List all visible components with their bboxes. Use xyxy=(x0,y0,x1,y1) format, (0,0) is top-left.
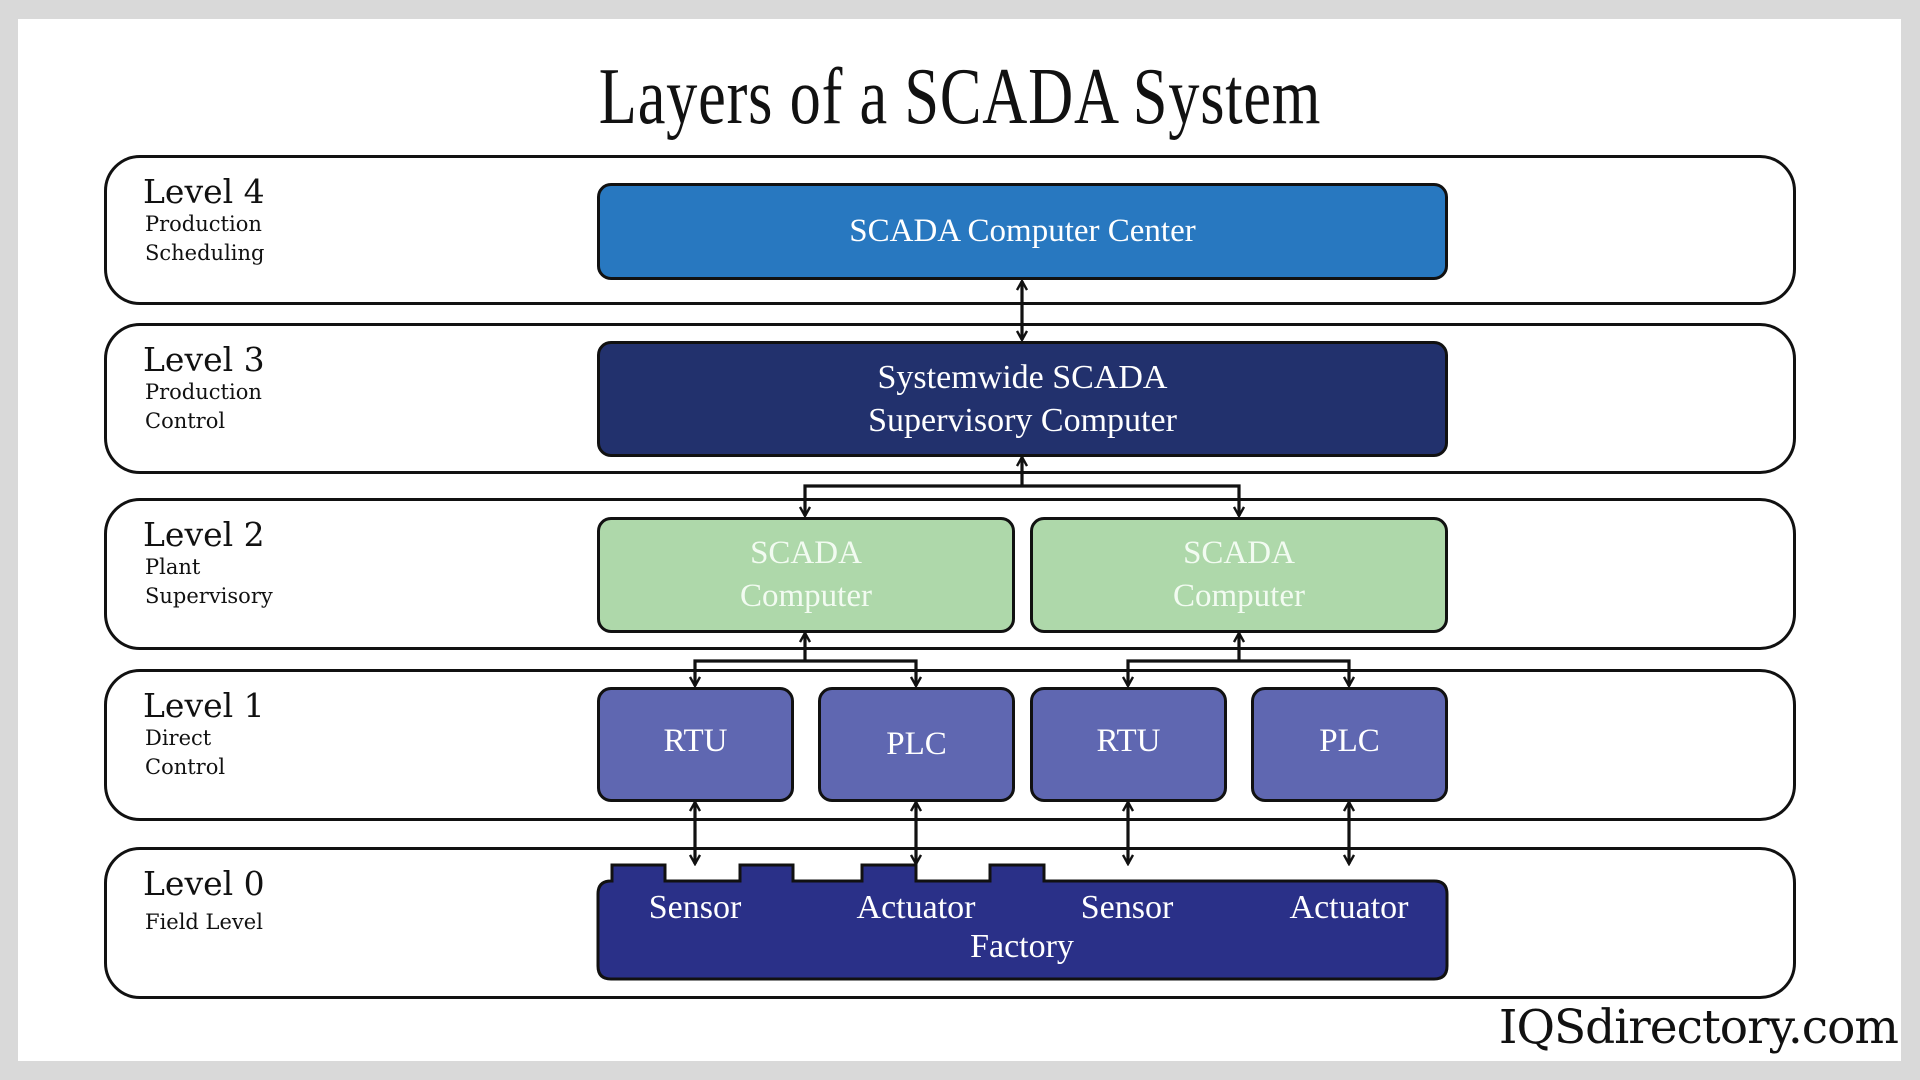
level-4-desc-line-1: Production xyxy=(145,212,262,236)
level-1-desc-line-1: Direct xyxy=(145,726,212,750)
arrow-l3-bus xyxy=(805,484,1239,516)
supervisory-computer-node: Systemwide SCADA Supervisory Computer xyxy=(597,341,1448,457)
rtu-1-label: RTU xyxy=(663,723,728,759)
level-0-title: Level 0 xyxy=(143,864,265,903)
level-3-desc-line-1: Production xyxy=(145,380,262,404)
scada-computer-2-label-line-2: Computer xyxy=(1173,578,1305,614)
arrow-l2b-bus xyxy=(1128,659,1349,686)
level-1-title: Level 1 xyxy=(143,686,265,725)
rtu-node-1: RTU xyxy=(597,687,794,802)
factory-label: Factory xyxy=(970,928,1074,965)
level-2-desc-line-1: Plant xyxy=(145,555,201,579)
sensor-1-label: Sensor xyxy=(648,889,742,926)
level-2-desc-line-2: Supervisory xyxy=(145,584,273,608)
level-2-title: Level 2 xyxy=(143,515,265,554)
diagram-title: Layers of a SCADA System xyxy=(598,53,1322,141)
scada-computer-2-label-line-1: SCADA xyxy=(1183,535,1295,571)
level-3-desc-line-2: Control xyxy=(145,409,226,433)
level-4-title: Level 4 xyxy=(143,172,265,211)
rtu-2-label: RTU xyxy=(1096,723,1161,759)
actuator-2-label: Actuator xyxy=(1289,889,1409,926)
scada-computer-1-label-line-1: SCADA xyxy=(750,535,862,571)
plc-2-label: PLC xyxy=(1319,723,1380,759)
plc-node-1: PLC xyxy=(818,687,1015,802)
supervisory-computer-label-line-1: Systemwide SCADA xyxy=(877,359,1168,396)
sensor-2-label: Sensor xyxy=(1080,889,1174,926)
rtu-node-2: RTU xyxy=(1030,687,1227,802)
scada-computer-node-2: SCADA Computer xyxy=(1030,517,1448,633)
plc-node-2: PLC xyxy=(1251,687,1448,802)
watermark: IQSdirectory.com xyxy=(1498,1000,1899,1055)
level-3-title: Level 3 xyxy=(143,340,265,379)
level-4-band: Level 4 Production Scheduling xyxy=(104,155,1796,305)
scada-computer-center-label: SCADA Computer Center xyxy=(849,213,1196,249)
plc-1-label: PLC xyxy=(886,726,947,762)
actuator-1-label: Actuator xyxy=(856,889,976,926)
level-4-desc-line-2: Scheduling xyxy=(145,241,265,265)
scada-computer-node-1: SCADA Computer xyxy=(597,517,1015,633)
scada-computer-center-node: SCADA Computer Center xyxy=(597,183,1448,280)
arrow-l2a-bus xyxy=(695,659,916,686)
scada-computer-1-label-line-2: Computer xyxy=(740,578,872,614)
factory-shape xyxy=(596,863,1449,981)
level-1-desc-line-2: Control xyxy=(145,755,226,779)
supervisory-computer-label-line-2: Supervisory Computer xyxy=(868,402,1177,439)
level-0-desc-line-1: Field Level xyxy=(145,910,263,934)
